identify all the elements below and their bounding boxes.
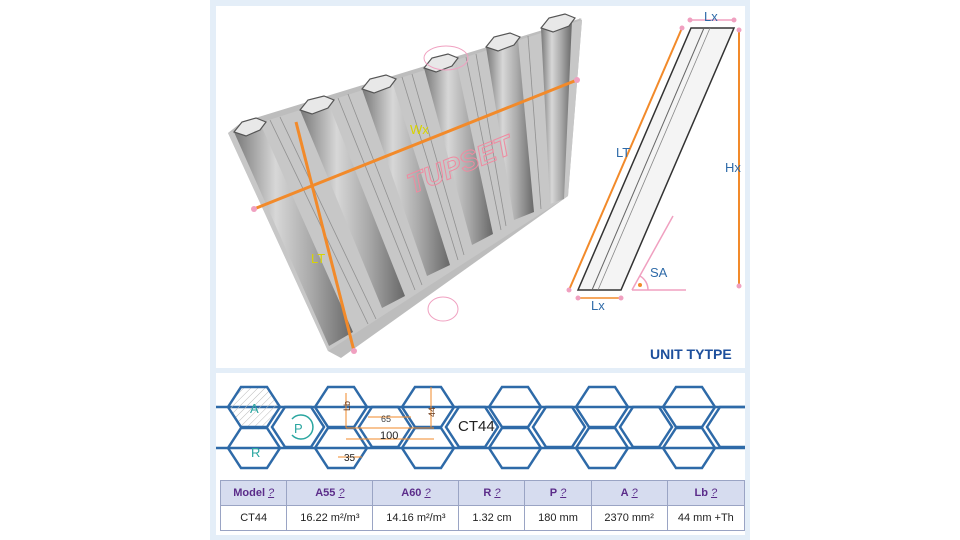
figure-panel: TUPSET Wx LT Lx xyxy=(210,0,750,540)
dimension-marks xyxy=(338,387,434,458)
hex-pattern-svg: A R P Lb 65 44 100 35 CT44 xyxy=(216,385,745,470)
unit-type-schematic: Lx Lx LT Hx xyxy=(566,9,742,313)
table-header-row: Model? A55? A60? R? P? A? Lb? xyxy=(219,480,745,506)
lx-bottom-label: Lx xyxy=(591,298,605,313)
sheet-lines xyxy=(269,35,542,325)
pattern-label-r: R xyxy=(251,445,260,460)
model-tag-label: CT44 xyxy=(458,418,495,435)
dim-44-label: 44 xyxy=(427,407,437,417)
cell-p: 180 mm xyxy=(524,505,592,531)
cell-a60: 14.16 m²/m³ xyxy=(372,505,460,531)
sheet-top-openings xyxy=(232,13,576,137)
cell-a: 2370 mm² xyxy=(590,505,668,531)
diagram-area: TUPSET Wx LT Lx xyxy=(216,6,745,368)
help-link-p[interactable]: ? xyxy=(560,487,567,499)
hx-label: Hx xyxy=(725,160,741,175)
help-link-lb[interactable]: ? xyxy=(711,487,718,499)
col-header-a: A? xyxy=(590,480,668,506)
lt-dimension-line xyxy=(294,121,356,352)
help-link-a60[interactable]: ? xyxy=(424,487,431,499)
dim-35-label: 35 xyxy=(344,453,356,464)
diagram-svg: TUPSET Wx LT Lx xyxy=(228,9,742,358)
help-link-model[interactable]: ? xyxy=(268,487,275,499)
col-header-lb: Lb? xyxy=(666,480,745,506)
table-row: CT44 16.22 m²/m³ 14.16 m²/m³ 1.32 cm 180… xyxy=(219,505,745,531)
top-marker-circle xyxy=(423,45,469,71)
col-header-a60: A60? xyxy=(372,480,460,506)
wx-dimension-line xyxy=(253,78,578,211)
col-header-a55: A55? xyxy=(286,480,374,506)
hex-grid xyxy=(226,385,745,470)
wx-end-dot xyxy=(574,77,580,83)
unit-type-title: UNIT TYTPE xyxy=(650,346,732,362)
bottom-marker-circle xyxy=(427,296,459,322)
lt-unit-label: LT xyxy=(616,145,630,160)
cell-model: CT44 xyxy=(219,505,288,531)
cell-lb: 44 mm +Th xyxy=(666,505,745,531)
help-link-a[interactable]: ? xyxy=(631,487,638,499)
sa-label: SA xyxy=(650,265,668,280)
spec-table: Model? A55? A60? R? P? A? Lb? CT44 16.22… xyxy=(219,480,745,531)
dim-100-label: 100 xyxy=(380,430,398,442)
dim-lb-label: Lb xyxy=(342,401,352,411)
cell-r: 1.32 cm xyxy=(458,505,526,531)
pattern-area: A R P Lb 65 44 100 35 CT44 xyxy=(216,373,745,535)
col-header-r: R? xyxy=(458,480,526,506)
lt-end-dot xyxy=(351,348,357,354)
col-header-model: Model? xyxy=(219,480,288,506)
dim-65-label: 65 xyxy=(381,414,391,424)
col-header-p: P? xyxy=(524,480,592,506)
lx-top-label: Lx xyxy=(704,9,718,24)
lt-label-3d: LT xyxy=(311,251,325,266)
cell-a55: 16.22 m²/m³ xyxy=(286,505,374,531)
help-link-r[interactable]: ? xyxy=(494,487,501,499)
pattern-label-p: P xyxy=(294,421,303,436)
sheet-ridges xyxy=(234,20,572,346)
wx-end-dot xyxy=(251,206,257,212)
wx-label: Wx xyxy=(410,122,429,137)
help-link-a55[interactable]: ? xyxy=(338,487,345,499)
pattern-label-a: A xyxy=(250,401,259,416)
